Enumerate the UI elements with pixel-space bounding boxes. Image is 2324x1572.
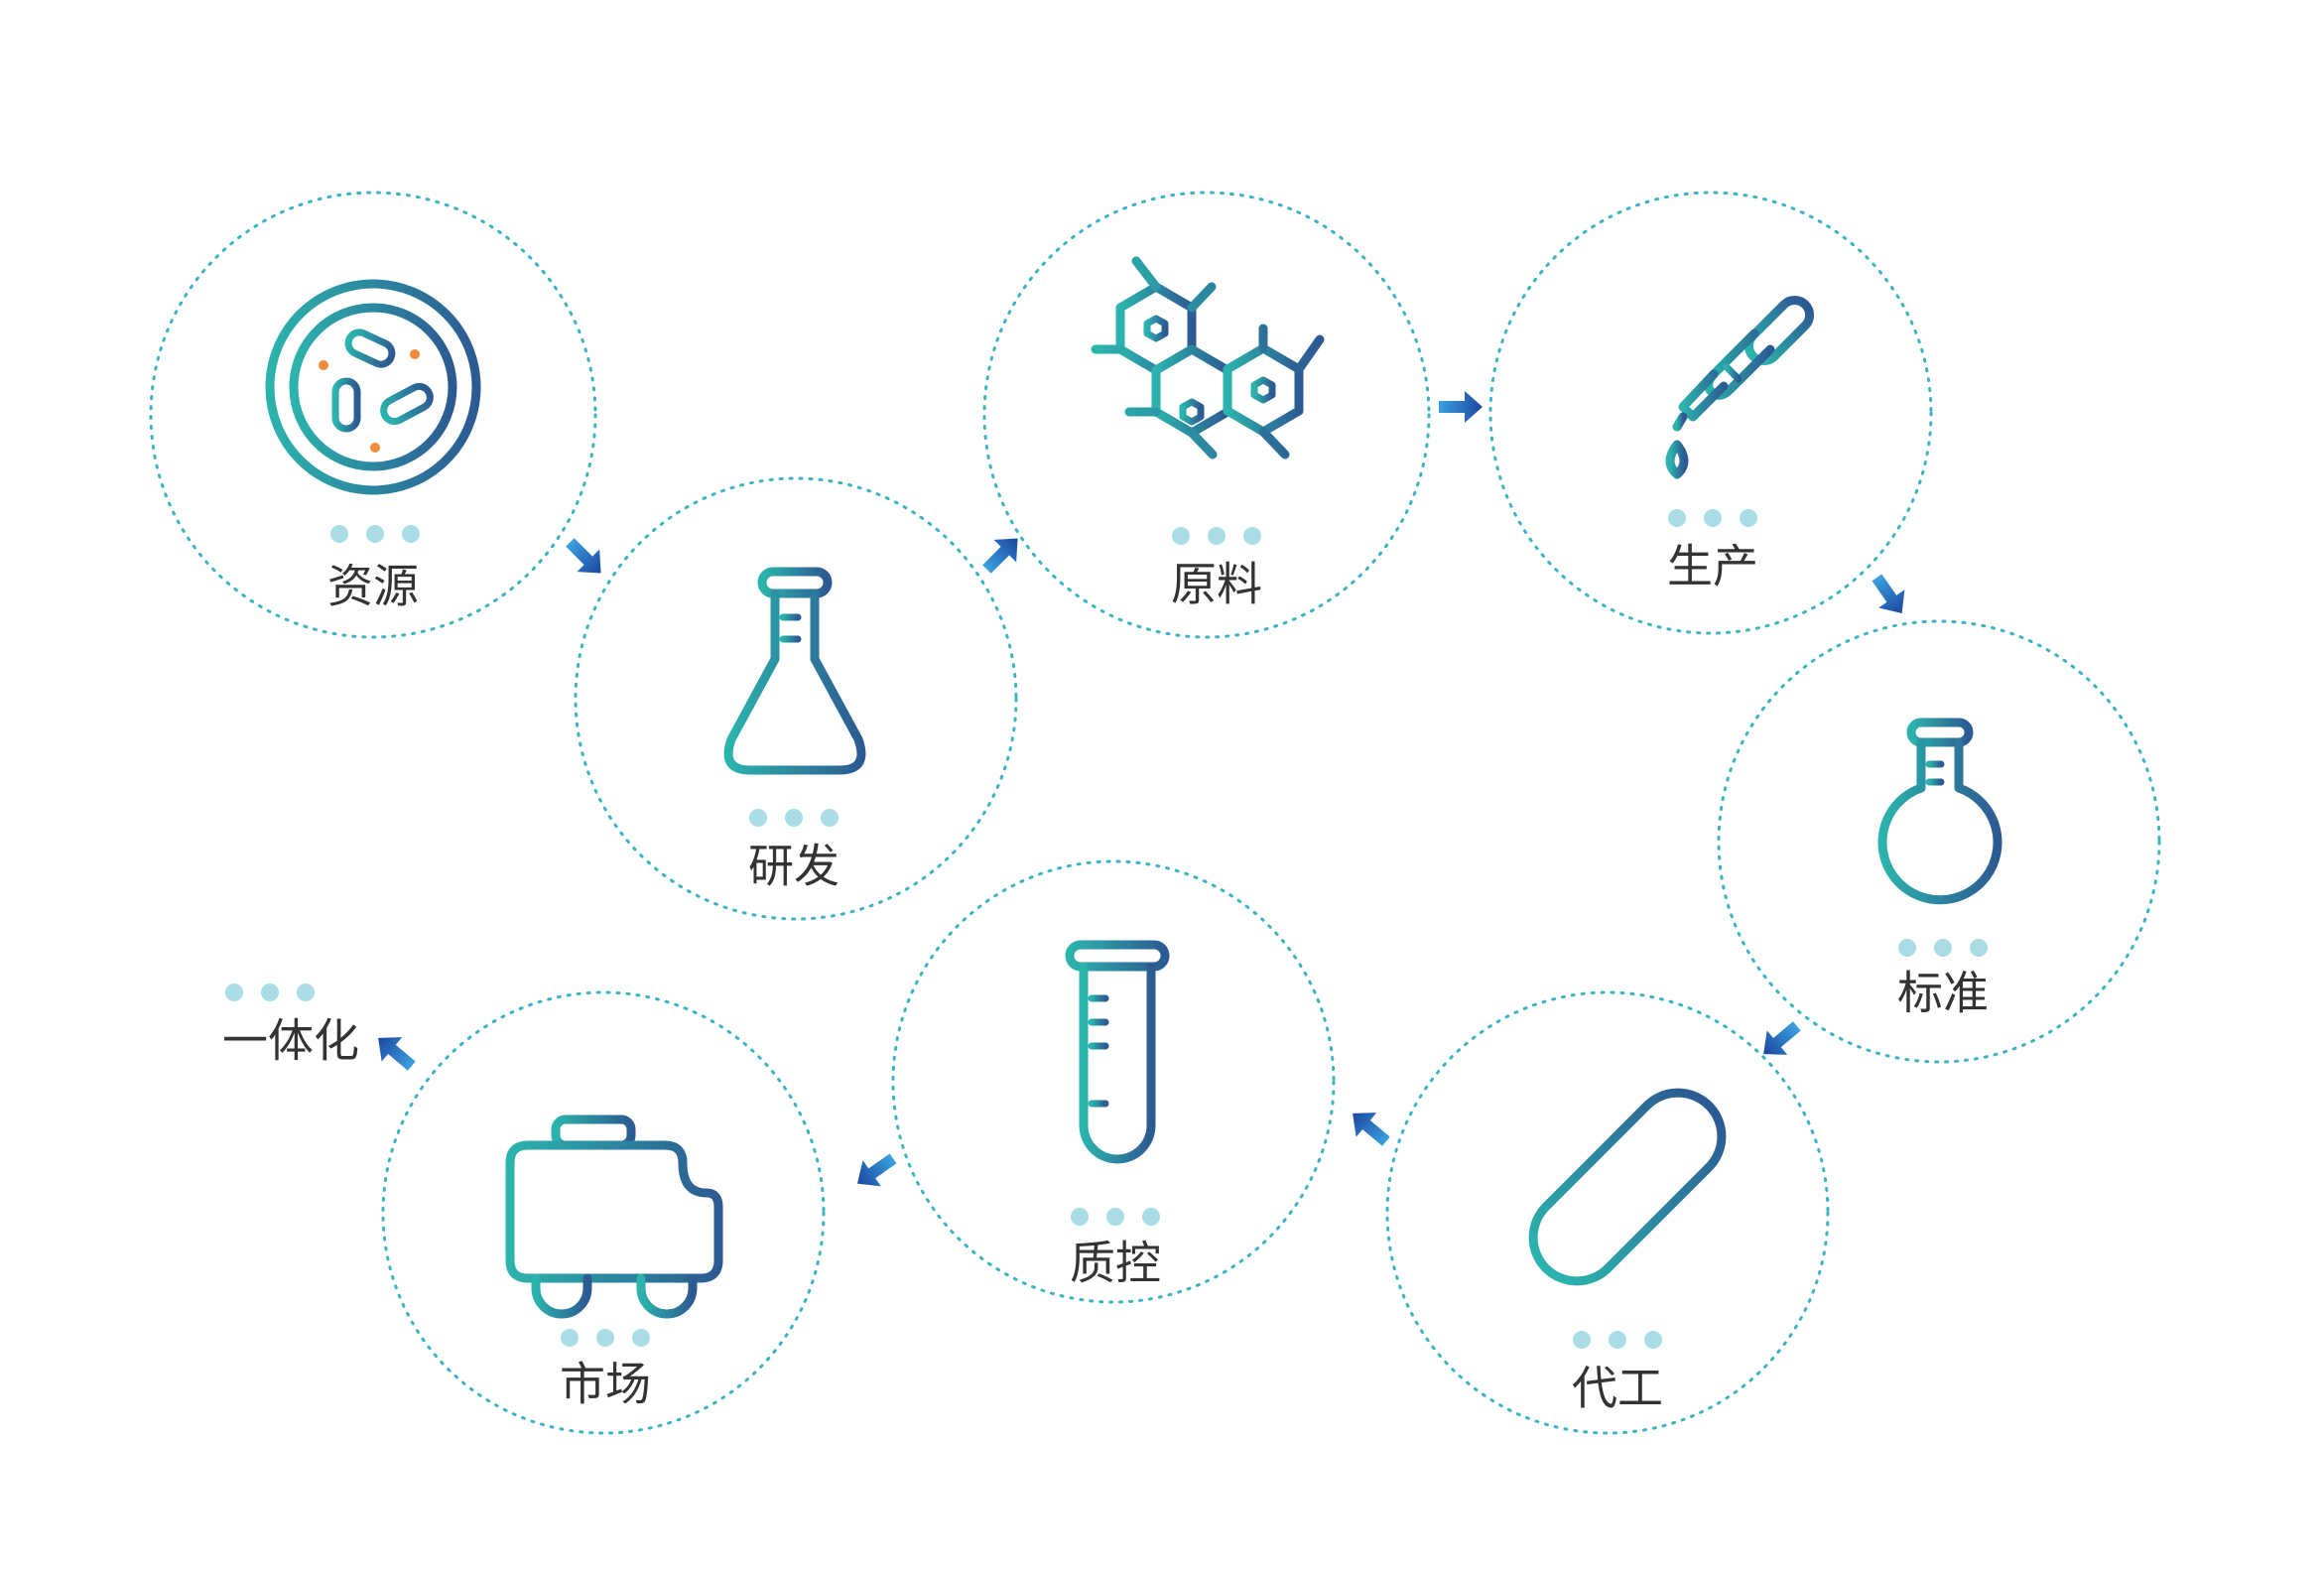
arrow-icon xyxy=(1763,1021,1801,1055)
node-dots xyxy=(749,809,839,827)
node-ring xyxy=(1385,990,1830,1435)
node-dots xyxy=(1898,939,1988,957)
node-quality: 质控 xyxy=(891,859,1336,1304)
truck-icon xyxy=(505,1114,723,1319)
node-label-production: 生产 xyxy=(1667,540,1758,593)
arrow-icon xyxy=(566,538,601,574)
node-ring xyxy=(982,191,1431,639)
node-label-resource: 资源 xyxy=(327,560,419,613)
node-label-rnd: 研发 xyxy=(748,840,839,893)
round-flask-icon xyxy=(1877,718,2002,905)
node-dots xyxy=(1573,1331,1662,1349)
node-ring xyxy=(149,191,597,639)
node-label-raw-material: 原料 xyxy=(1171,558,1262,611)
end-label: 一体化 xyxy=(222,1014,359,1068)
flow-arrows xyxy=(378,391,1905,1187)
node-label-market: 市场 xyxy=(560,1358,651,1411)
arrow-icon xyxy=(856,1153,897,1187)
node-label-oem: 代工 xyxy=(1572,1362,1663,1415)
node-standard: 标准 xyxy=(1717,619,2161,1064)
node-ring xyxy=(1488,191,1933,635)
node-ring xyxy=(1717,619,2161,1064)
test-tube-icon xyxy=(1065,940,1170,1164)
dropper-icon xyxy=(1665,295,1815,479)
node-label-standard: 标准 xyxy=(1897,967,1989,1020)
node-market: 市场 xyxy=(381,990,826,1435)
arrow-icon xyxy=(1439,391,1483,423)
node-ring xyxy=(381,990,826,1435)
node-production: 生产 xyxy=(1488,191,1933,635)
arrow-icon xyxy=(982,538,1018,574)
capsule-icon xyxy=(1528,1088,1727,1286)
molecule-icon xyxy=(1091,256,1325,459)
node-dots xyxy=(330,525,420,543)
erlenmeyer-flask-icon xyxy=(723,567,866,775)
petri-dish-icon xyxy=(265,279,481,495)
arrow-icon xyxy=(1353,1113,1390,1146)
arrow-icon xyxy=(378,1037,416,1071)
node-oem: 代工 xyxy=(1385,990,1830,1435)
end-node: 一体化 xyxy=(222,983,359,1068)
node-ring xyxy=(574,476,1018,921)
arrow-icon xyxy=(1872,574,1905,614)
node-dots xyxy=(1172,527,1261,545)
node-dots xyxy=(1668,509,1757,527)
node-label-quality: 质控 xyxy=(1070,1237,1161,1290)
node-dots xyxy=(561,1329,650,1347)
node-rnd: 研发 xyxy=(574,476,1018,921)
node-dots xyxy=(1071,1208,1160,1226)
node-resource: 资源 xyxy=(149,191,597,639)
node-raw-material: 原料 xyxy=(982,191,1431,639)
node-ring xyxy=(891,859,1336,1304)
node-dots xyxy=(225,983,315,1001)
